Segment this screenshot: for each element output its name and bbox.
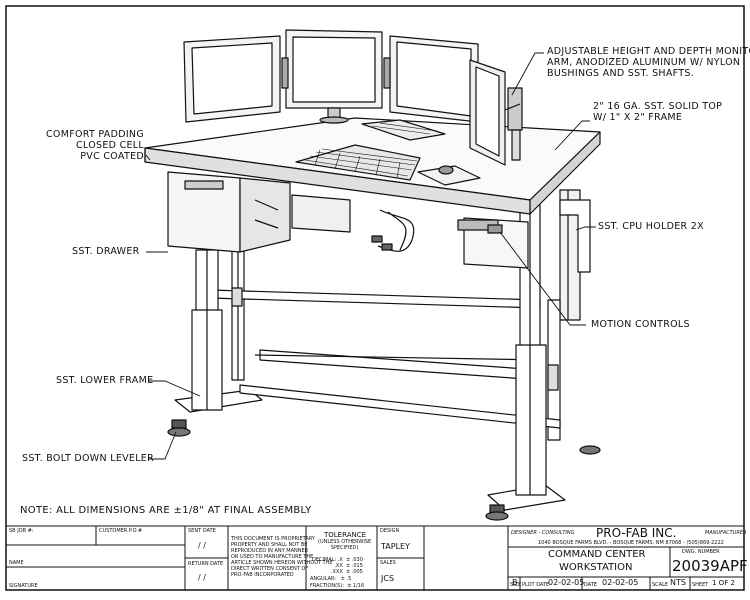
dwg-number-label: DWG. NUMBER xyxy=(682,549,720,555)
general-note: NOTE: ALL DIMENSIONS ARE ±1/8" AT FINAL … xyxy=(20,505,312,516)
sent-date-value: / / xyxy=(198,541,206,550)
drawing-title-line2: WORKSTATION xyxy=(559,562,633,573)
date-value: 02-02-05 xyxy=(602,578,639,587)
front-leg-right xyxy=(515,204,559,496)
cpu-holder-left xyxy=(291,194,351,233)
sheet-value: 1 OF 2 xyxy=(712,579,735,587)
size-label: SIZE xyxy=(510,582,522,588)
date-label: DATE xyxy=(584,582,598,588)
dwg-number: 20039APF xyxy=(672,557,748,575)
company-address: 1040 BOSQUE FARMS BLVD. - BOSQUE FARMS, … xyxy=(538,540,724,546)
name-label: NAME xyxy=(9,560,24,566)
customer-po-label: CUSTOMER P.O.# xyxy=(99,528,143,534)
sent-date-label: SENT DATE xyxy=(188,528,216,534)
callout-leveler: SST. BOLT DOWN LEVELER xyxy=(22,453,155,464)
workstation-illustration xyxy=(144,29,601,521)
sb-job-label: SB JOB #: xyxy=(9,528,34,534)
return-date-label: RETURN DATE xyxy=(188,561,224,567)
callout-solid-top: 2" 16 GA. SST. SOLID TOP W/ 1" X 2" FRAM… xyxy=(593,101,723,123)
plot-date-label: PLOT DATE xyxy=(522,582,550,588)
monitor-arm xyxy=(281,57,523,161)
callout-motion-controls: MOTION CONTROLS xyxy=(591,319,690,330)
leveler-right xyxy=(485,445,601,521)
sales-label: SALES xyxy=(380,560,396,566)
manufacturer-label: MANUFACTURER xyxy=(705,530,747,536)
sales-value: JCS xyxy=(381,574,395,583)
tolerance-title: TOLERANCE xyxy=(324,531,367,539)
callout-cpu-holder: SST. CPU HOLDER 2X xyxy=(598,221,704,232)
size-value: B xyxy=(512,578,518,587)
plot-date-value: 02-02-05 xyxy=(548,578,585,587)
scale-label: SCALE xyxy=(652,582,669,588)
proprietary-notice: THIS DOCUMENT IS PROPRIETARY PROPERTY AN… xyxy=(231,536,333,578)
return-date-value: / / xyxy=(198,573,206,582)
callout-drawer: SST. DRAWER xyxy=(72,246,140,257)
monitor-far-right xyxy=(469,59,506,166)
title-block-frame xyxy=(5,525,745,591)
design-label: DESIGN xyxy=(380,528,400,534)
tolerance-decimal: DECIMAL: .X ± .030 .XX ± .015 .XXX ± .00… xyxy=(312,557,363,575)
rear-keyboard xyxy=(361,119,446,141)
scale-value: NTS xyxy=(670,578,686,587)
monitor-right xyxy=(389,35,479,123)
mouse-pad xyxy=(417,165,481,186)
design-value: TAPLEY xyxy=(381,542,410,551)
keyboard xyxy=(295,144,421,181)
monitor-center xyxy=(285,29,383,124)
tolerance-angular: ANGULAR: ± .5 xyxy=(310,576,352,582)
front-leg-left xyxy=(191,249,243,411)
sheet-label: SHEET xyxy=(692,582,709,588)
tolerance-subtitle: (UNLESS OTHERWISE SPECIFIED) xyxy=(318,539,372,551)
rear-leg-right xyxy=(547,189,581,441)
callout-comfort-padding: COMFORT PADDING CLOSED CELL PVC COATED xyxy=(45,129,144,162)
tolerance-fraction: FRACTION(S): ± 1/16 xyxy=(310,583,365,589)
monitor-left xyxy=(183,35,281,123)
callout-monitor-arm: ADJUSTABLE HEIGHT AND DEPTH MONITOR ARM,… xyxy=(547,46,750,79)
motion-controls xyxy=(371,209,503,252)
signature-label: SIGNATURE xyxy=(9,583,38,589)
drawing-title-line1: COMMAND CENTER xyxy=(548,549,646,560)
designer-label: DESIGNER - CONSULTING xyxy=(511,530,575,536)
leveler-left xyxy=(167,419,191,437)
callout-lower-frame: SST. LOWER FRAME xyxy=(56,375,154,386)
company-name: PRO-FAB INC. xyxy=(596,526,677,540)
leader-lines xyxy=(145,52,596,460)
drawer xyxy=(167,171,291,253)
